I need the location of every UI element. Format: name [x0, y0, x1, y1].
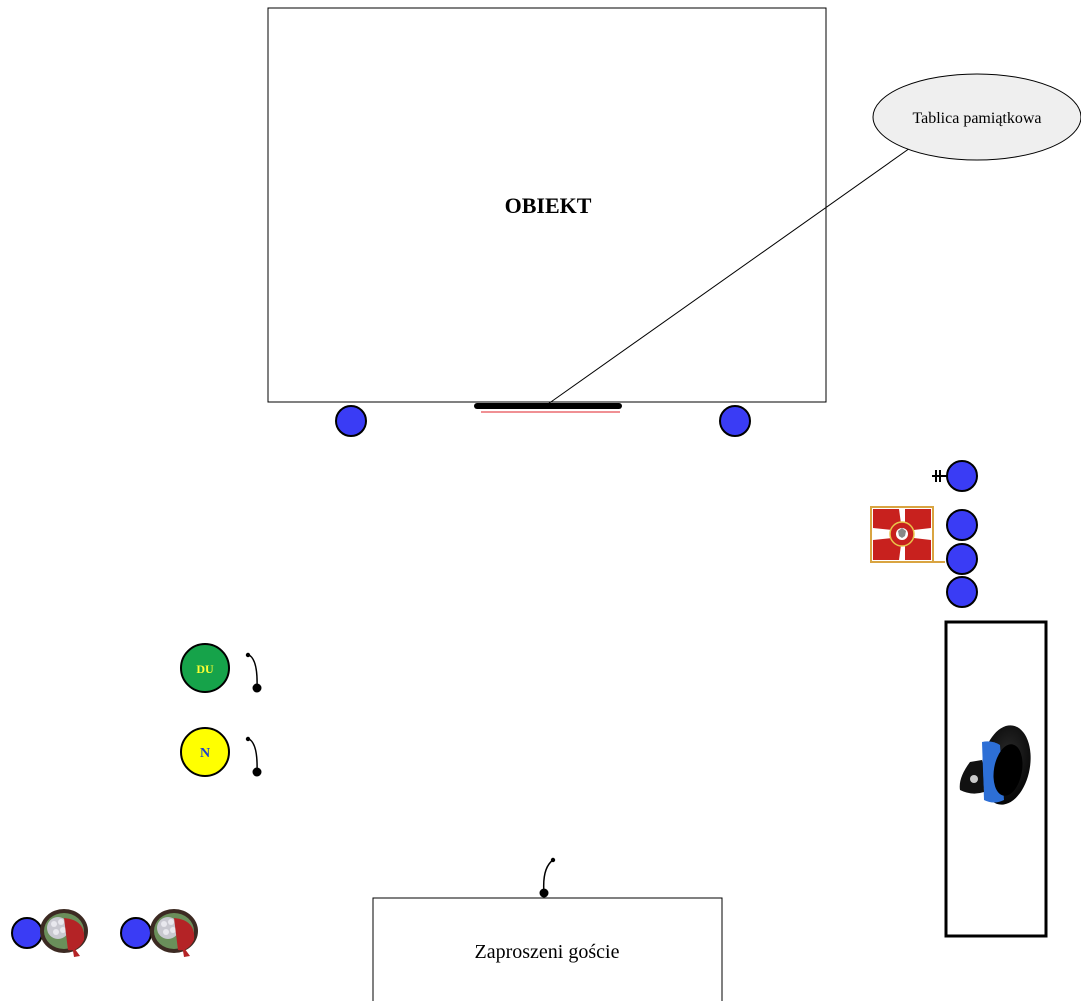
person-commander[interactable] [946, 460, 978, 492]
plaque-callout-leader [547, 140, 921, 405]
plaque-callout: Tablica pamiątkowa [872, 73, 1081, 161]
person-wreath-bearer-1[interactable] [11, 917, 43, 949]
officer-cap-icon [959, 725, 1031, 805]
person-flag-bearer[interactable] [946, 509, 978, 541]
microphone-icon [539, 857, 556, 898]
building-label: OBIEKT [505, 193, 592, 218]
guests-area: Zaproszeni goście [372, 897, 723, 1001]
person-left-of-plaque[interactable] [335, 405, 367, 437]
microphone-icon [245, 652, 262, 693]
du-marker[interactable]: DU [180, 643, 230, 693]
person-flag-escort-2[interactable] [946, 576, 978, 608]
person-right-of-plaque[interactable] [719, 405, 751, 437]
military-flag-icon [870, 506, 945, 563]
wreath-icon [150, 909, 198, 957]
wreath-icon [40, 909, 88, 957]
microphone-icon [245, 736, 262, 777]
n-marker-label: N [200, 746, 210, 761]
plaque-callout-label: Tablica pamiątkowa [912, 110, 1041, 127]
memorial-plaque[interactable] [474, 403, 622, 413]
guests-label: Zaproszeni goście [475, 941, 620, 963]
honor-unit[interactable] [944, 620, 1048, 938]
building-outline [267, 7, 827, 403]
du-marker-label: DU [196, 662, 214, 676]
n-marker[interactable]: N [180, 727, 230, 777]
person-flag-escort-1[interactable] [946, 543, 978, 575]
person-wreath-bearer-2[interactable] [120, 917, 152, 949]
building: OBIEKT [267, 7, 827, 403]
